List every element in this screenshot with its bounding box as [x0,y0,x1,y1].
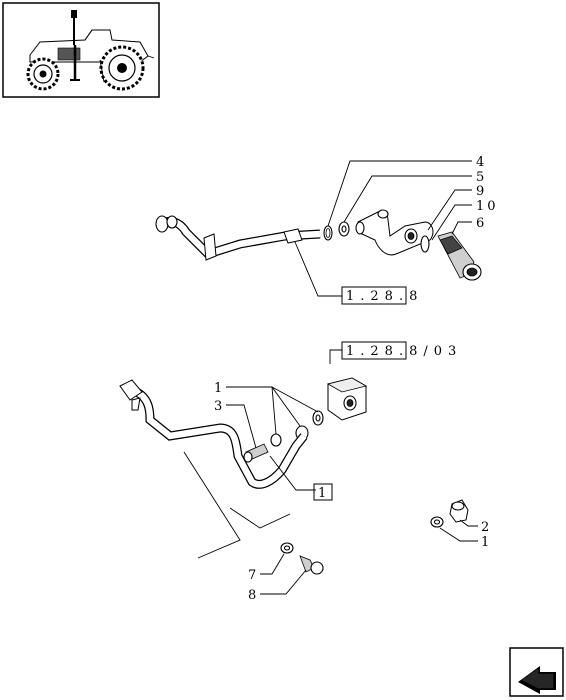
middle-pipe-assembly [119,377,368,489]
callout-4: 4 [476,155,487,170]
callout-6: 6 [476,216,487,231]
next-page-arrow-icon[interactable] [509,647,564,697]
reference-box-small[interactable]: 1 [313,483,333,501]
tractor-thumbnail-icon [2,2,160,98]
callout-10: 10 [476,199,499,214]
callout-1-right: 1 [481,535,492,550]
middle-leader-lines [183,349,342,559]
reference-text-middle: 1.28.8/03 [346,344,462,359]
callout-5: 5 [476,170,487,185]
right-leader-lines [439,519,478,542]
upper-leader-lines [294,160,472,297]
callout-9: 9 [476,184,487,199]
reference-text-top: 1.28.8 [346,289,423,304]
plug-and-washer [430,499,469,528]
bolt-and-washer [280,542,324,575]
callout-2: 2 [481,520,492,535]
reference-box-top[interactable]: 1.28.8 [341,286,423,305]
reference-text-small: 1 [318,486,332,501]
callout-3: 3 [214,399,225,414]
callout-1-middle: 1 [214,381,225,396]
upper-pipe-assembly [155,209,482,281]
lower-leader-lines [260,553,307,595]
callout-8: 8 [248,588,259,603]
callout-7: 7 [248,568,259,583]
reference-box-middle[interactable]: 1.28.8/03 [341,341,462,360]
